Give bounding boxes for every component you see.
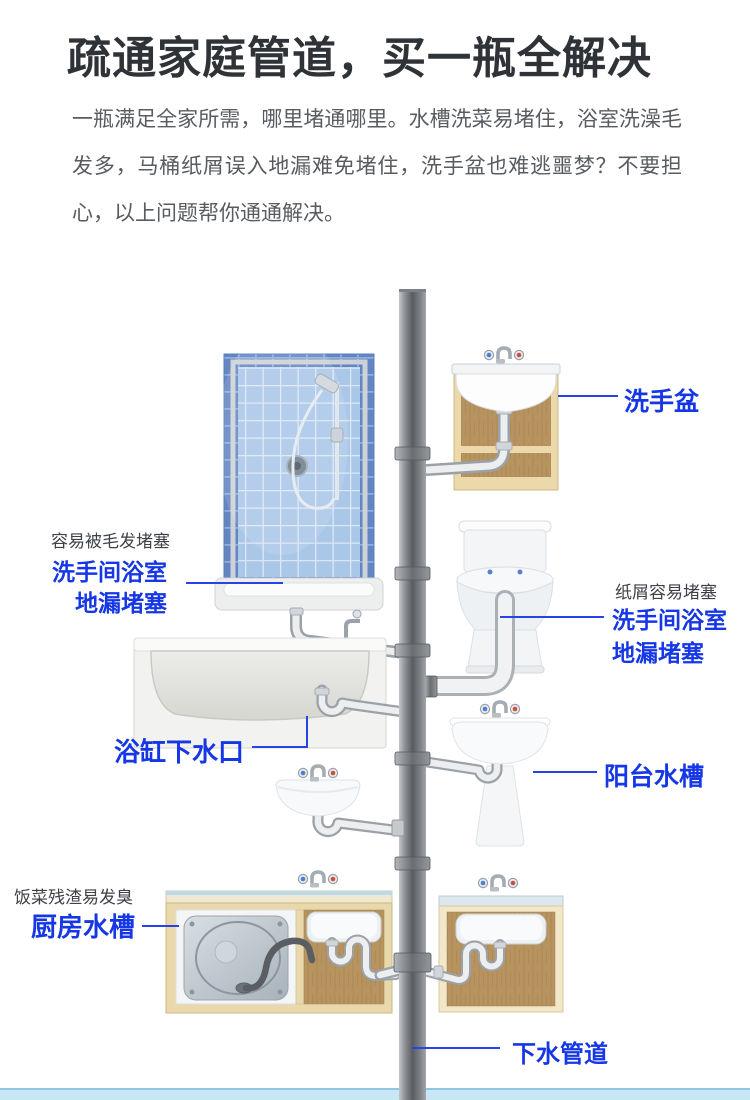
kitchen-sink-cabinet [165,870,410,1014]
bathtub [133,609,410,749]
bathtub-leader-line-v [306,716,308,748]
pedestal-sink-bowl [451,721,549,765]
toilet-note: 纸屑容易堵塞 [615,583,717,602]
balcony-leader-line [533,771,597,773]
kitchen-leader-line [142,925,179,927]
bathtub-drain-label: 浴缸下水口 [114,737,245,767]
kitchen-faucet-icon [296,870,340,890]
shower-label-line1: 洗手间浴室 [52,559,167,585]
intro-text: 一瓶满足全家所需，哪里堵通哪里。水槽洗菜易堵住，浴室洗澡毛发多，马桶纸屑误入地漏… [72,108,682,225]
toilet-label-line1: 洗手间浴室 [612,607,727,633]
pipe-coupling [394,751,431,766]
pipe-coupling [394,643,431,658]
wall-sink [275,764,407,838]
page-title: 疏通家庭管道，买一瓶全解决 [67,34,652,83]
toilet [418,520,554,698]
shower-note: 容易被毛发堵塞 [51,532,170,551]
toilet-label-line2: 地漏堵塞 [612,640,704,666]
drain-hose [242,937,316,992]
pedestal-sink [421,700,551,847]
pedestal-column [475,765,525,847]
washbasin-faucet-icon [482,346,526,366]
shower-leader-line [186,582,283,584]
pipe-coupling [394,446,431,461]
pipe-coupling [394,856,431,871]
wall-sink-faucet-icon [296,764,340,784]
pipe-coupling [394,566,431,581]
washbasin-leader-line [558,395,618,397]
utility-faucet-icon [476,874,520,894]
washbasin-bowl [455,373,557,413]
shower-label-line2: 地漏堵塞 [75,590,167,616]
bottom-band [0,1088,750,1100]
wall-sink-bowl [275,779,361,817]
pipe-hub [393,952,432,973]
kitchen-sink-label: 厨房水槽 [31,912,136,942]
pedestal-sink-faucet-icon [478,700,522,720]
washbasin-rim [451,363,561,375]
shower-unit [214,325,410,659]
toilet-tank [463,529,547,573]
washbasin-label: 洗手盆 [624,388,700,416]
toilet-leader-line [500,616,604,618]
pipe-fitting [391,819,405,837]
shower-head-icon [314,373,339,394]
main-drain-pipe [391,289,432,1100]
bathtub-faucet-icon [344,619,360,638]
kitchen-note: 饭菜残渣易发臭 [14,888,133,907]
balcony-sink-label: 阳台水槽 [604,763,705,791]
bathtub-leader-line-h [252,746,306,748]
bathtub-drain-fitting [314,687,330,696]
bathtub-basin [150,650,370,721]
utility-sink-cabinet [419,874,564,1013]
shower-hose [291,389,336,510]
washbasin-cabinet [421,346,561,491]
drain-pipe-leader-line [412,1047,500,1049]
drain-pipe-label: 下水管道 [512,1041,608,1068]
